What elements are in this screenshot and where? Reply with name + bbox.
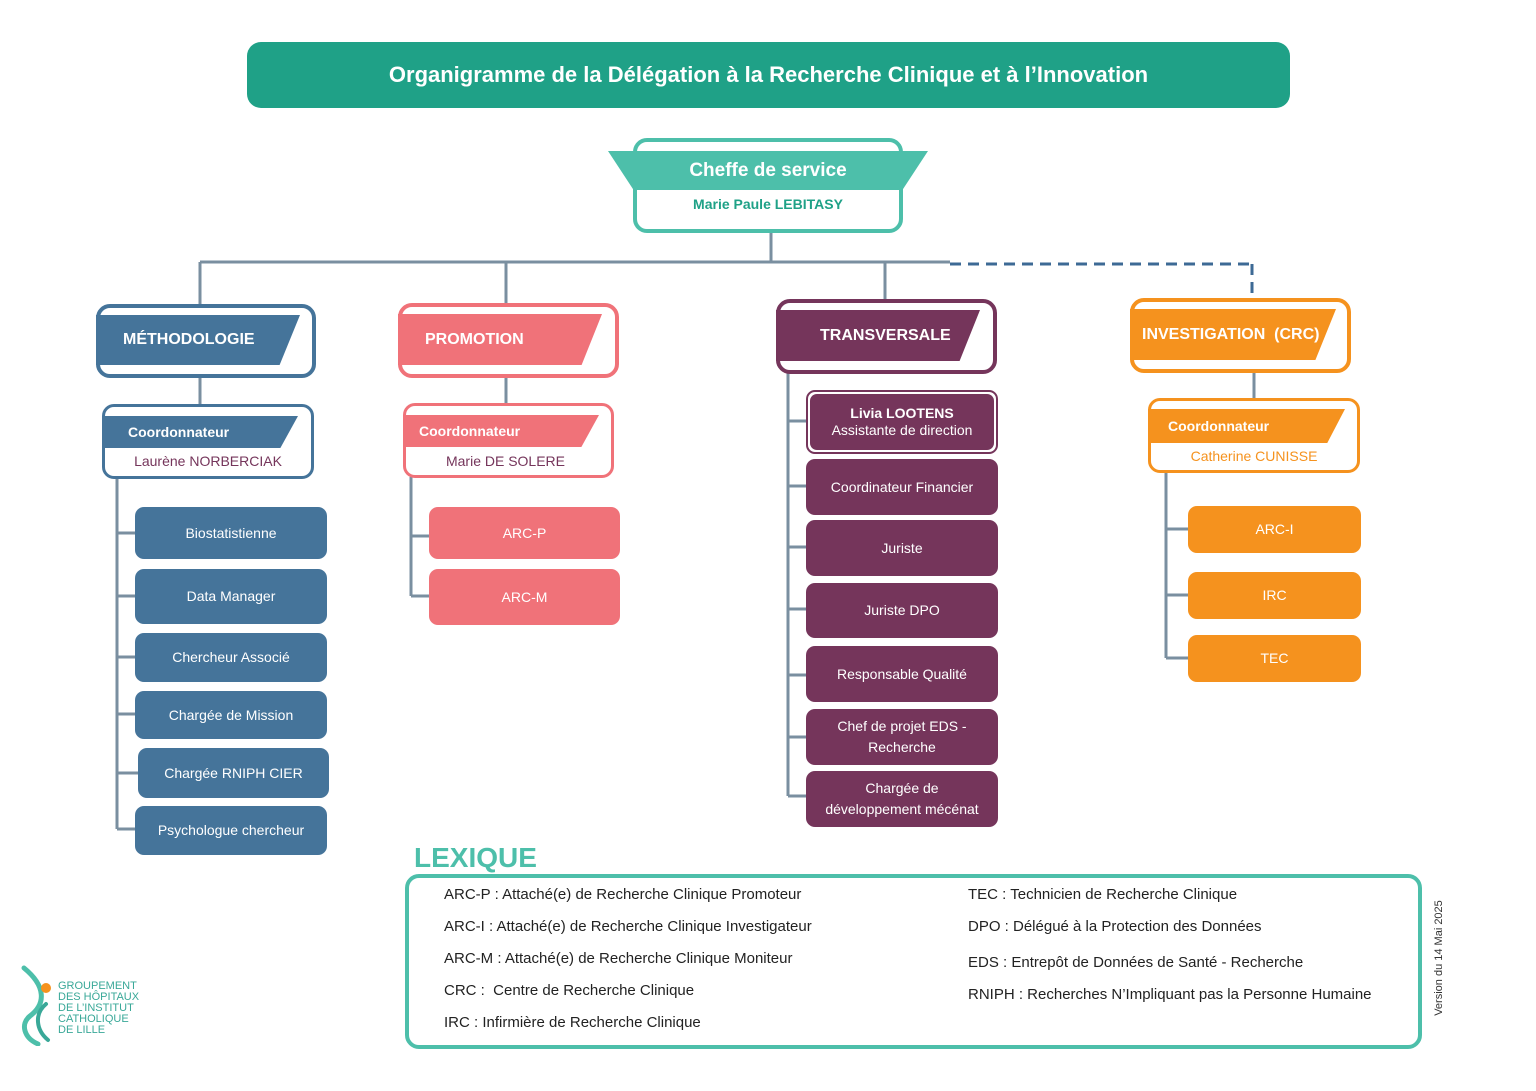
role-box: ARC-I	[1188, 506, 1361, 553]
logo-line: DE LILLE	[58, 1024, 106, 1036]
ghicl-logo-icon	[21, 965, 51, 1046]
role-box: Biostatistienne	[135, 507, 327, 559]
assistant-name: Livia LOOTENS	[850, 405, 954, 421]
version-note: Version du 14 Mai 2025	[1431, 890, 1447, 1025]
page-title: Organigramme de la Délégation à la Reche…	[247, 42, 1290, 108]
lexique-entry: ARC-I : Attaché(e) de Recherche Clinique…	[444, 918, 812, 935]
coordinator-investigation-label: Coordonnateur	[1148, 409, 1345, 443]
assistant-box: Livia LOOTENS Assistante de direction	[810, 394, 994, 450]
logo-line: DES HÔPITAUX	[58, 991, 140, 1003]
head-of-service-role: Cheffe de service	[608, 151, 928, 190]
role-box: Chargée de Mission	[135, 691, 327, 739]
lexique-entry: CRC : Centre de Recherche Clinique	[444, 982, 695, 999]
ghicl-logo-text: GROUPEMENT DES HÔPITAUX DE L’INSTITUT CA…	[58, 981, 139, 1036]
role-box: Juriste DPO	[806, 583, 998, 638]
coordinator-promotion-label: Coordonnateur	[403, 415, 599, 447]
coordinator-investigation-name: Catherine CUNISSE	[1190, 448, 1318, 464]
logo-line: DE L’INSTITUT	[58, 1002, 134, 1014]
role-box: Coordinateur Financier	[806, 459, 998, 515]
lexique-entry: DPO : Délégué à la Protection des Donnée…	[968, 918, 1262, 935]
logo-line: CATHOLIQUE	[58, 1013, 129, 1025]
role-box: ARC-M	[429, 569, 620, 625]
role-box: Chef de projet EDS - Recherche	[806, 709, 998, 765]
dept-methodologie-label: MÉTHODOLOGIE	[96, 315, 300, 365]
role-box: Chargée RNIPH CIER	[138, 748, 329, 798]
role-box: Juriste	[806, 520, 998, 576]
lexique-box	[405, 874, 1422, 1049]
lexique-entry: EDS : Entrepôt de Données de Santé - Rec…	[968, 954, 1304, 971]
role-box: Data Manager	[135, 569, 327, 624]
head-of-service-name: Marie Paule LEBITASY	[693, 196, 843, 212]
lexique-entry: RNIPH : Recherches N’Impliquant pas la P…	[968, 986, 1372, 1003]
role-box: ARC-P	[429, 507, 620, 559]
version-text: Version du 14 Mai 2025	[1433, 899, 1445, 1016]
role-box: TEC	[1188, 635, 1361, 682]
lexique-entry: ARC-M : Attaché(e) de Recherche Clinique…	[444, 950, 793, 967]
role-box: Chargée de développement mécénat	[806, 771, 998, 827]
lexique-entry: ARC-P : Attaché(e) de Recherche Clinique…	[444, 886, 802, 903]
assistant-role: Assistante de direction	[831, 422, 973, 438]
coordinator-promotion-name: Marie DE SOLERE	[445, 453, 566, 469]
logo-line: GROUPEMENT	[58, 980, 137, 992]
role-box: Chercheur Associé	[135, 633, 327, 682]
coordinator-methodologie-name: Laurène NORBERCIAK	[134, 453, 282, 469]
dept-investigation-label: INVESTIGATION (CRC)	[1130, 309, 1336, 360]
dept-promotion-label: PROMOTION	[398, 314, 602, 365]
role-box: Responsable Qualité	[806, 646, 998, 702]
lexique-entry: TEC : Technicien de Recherche Clinique	[968, 886, 1238, 903]
dept-transversale-label: TRANSVERSALE	[776, 310, 980, 361]
lexique-entry: IRC : Infirmière de Recherche Clinique	[444, 1014, 701, 1031]
coordinator-methodologie-label: Coordonnateur	[102, 416, 298, 448]
role-box: Psychologue chercheur	[135, 806, 327, 855]
role-box: IRC	[1188, 572, 1361, 619]
lexique-title: LEXIQUE	[414, 842, 537, 873]
